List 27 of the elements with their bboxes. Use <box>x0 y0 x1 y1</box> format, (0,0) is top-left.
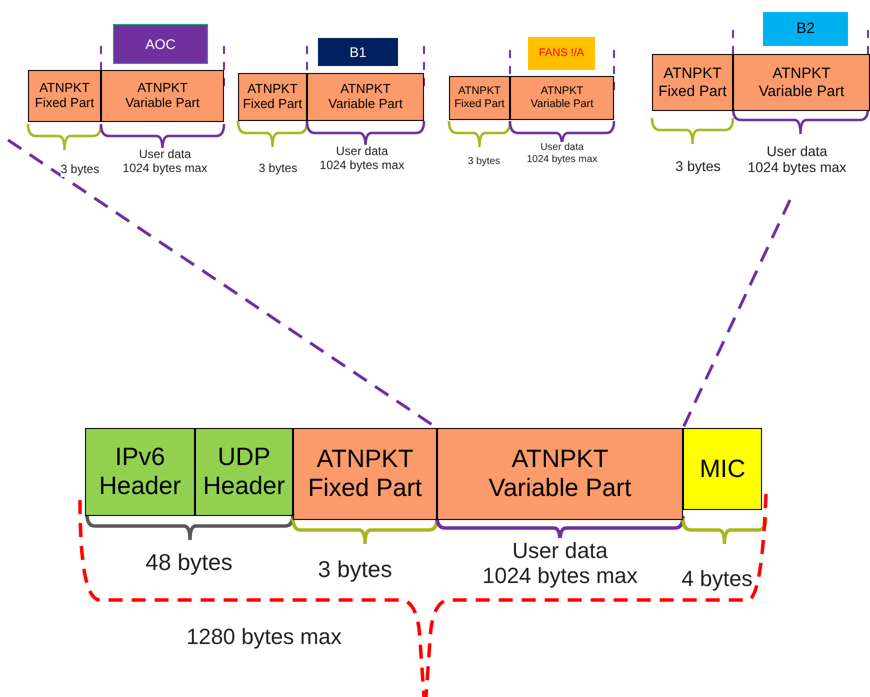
field-box: ATNPKT Fixed Part <box>238 73 307 121</box>
field-box: ATNPKT Variable Part <box>101 70 224 122</box>
field-box: UDP Header <box>195 428 293 516</box>
field-box: ATNPKT Variable Part <box>437 428 683 520</box>
field-box: IPv6 Header <box>85 428 195 516</box>
field-box: MIC <box>683 428 762 510</box>
tag-box: FANS !/A <box>528 37 595 70</box>
tag-box: AOC <box>113 24 208 64</box>
field-box: ATNPKT Variable Part <box>733 54 870 111</box>
dashed-connector <box>682 199 792 429</box>
size-label: User data 1024 bytes max <box>122 148 208 176</box>
size-label: User data 1024 bytes max <box>748 143 846 176</box>
field-box: ATNPKT Fixed Part <box>28 70 101 122</box>
size-label: User data 1024 bytes max <box>482 538 638 589</box>
size-label: 3 bytes <box>468 156 500 168</box>
field-box: ATNPKT Fixed Part <box>652 54 733 111</box>
size-label: User data 1024 bytes max <box>526 142 598 165</box>
field-box: ATNPKT Fixed Part <box>293 428 437 520</box>
size-label: 3 bytes <box>60 163 100 177</box>
field-box: ATNPKT Variable Part <box>307 73 424 121</box>
tag-box: B1 <box>318 38 398 66</box>
size-label: User data 1024 bytes max <box>320 145 404 173</box>
field-box: ATNPKT Fixed Part <box>449 76 510 120</box>
field-box: ATNPKT Variable Part <box>510 76 614 120</box>
size-label: 3 bytes <box>258 162 298 176</box>
tag-box: B2 <box>763 12 848 46</box>
size-label: 3 bytes <box>675 158 721 174</box>
